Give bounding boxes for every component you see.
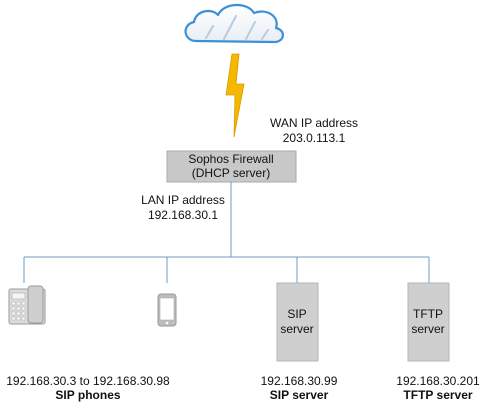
phones-role-label: SIP phones xyxy=(55,388,120,402)
lan-ip-label: LAN IP address xyxy=(141,193,225,207)
wan-ip-label: WAN IP address xyxy=(270,116,358,130)
sip-server-box-label-line2: server xyxy=(280,322,313,336)
mobile-phone-icon xyxy=(157,293,177,327)
lightning-bolt-icon xyxy=(225,53,245,138)
sip-server-box: SIP server xyxy=(276,282,319,362)
sip-server-role-label: SIP server xyxy=(270,388,329,402)
tftp-server-box: TFTP server xyxy=(407,282,450,362)
tftp-server-ip: 192.168.30.201 xyxy=(396,374,480,388)
sip-server-box-label-line1: SIP xyxy=(287,307,306,321)
tftp-server-box-label-line2: server xyxy=(411,322,444,336)
lan-ip-value: 192.168.30.1 xyxy=(148,208,218,222)
internet-cloud-icon xyxy=(184,3,284,44)
tftp-server-role-label: TFTP server xyxy=(403,388,472,402)
tftp-server-box-label-line1: TFTP xyxy=(413,307,443,321)
firewall-role: (DHCP server) xyxy=(192,166,270,180)
firewall-box: Sophos Firewall (DHCP server) xyxy=(166,150,297,183)
firewall-name: Sophos Firewall xyxy=(188,152,273,166)
wan-ip-value: 203.0.113.1 xyxy=(283,131,346,145)
sip-server-ip: 192.168.30.99 xyxy=(261,374,338,388)
phones-ip-range: 192.168.30.3 to 192.168.30.98 xyxy=(6,374,170,388)
desk-phone-icon xyxy=(8,285,46,325)
